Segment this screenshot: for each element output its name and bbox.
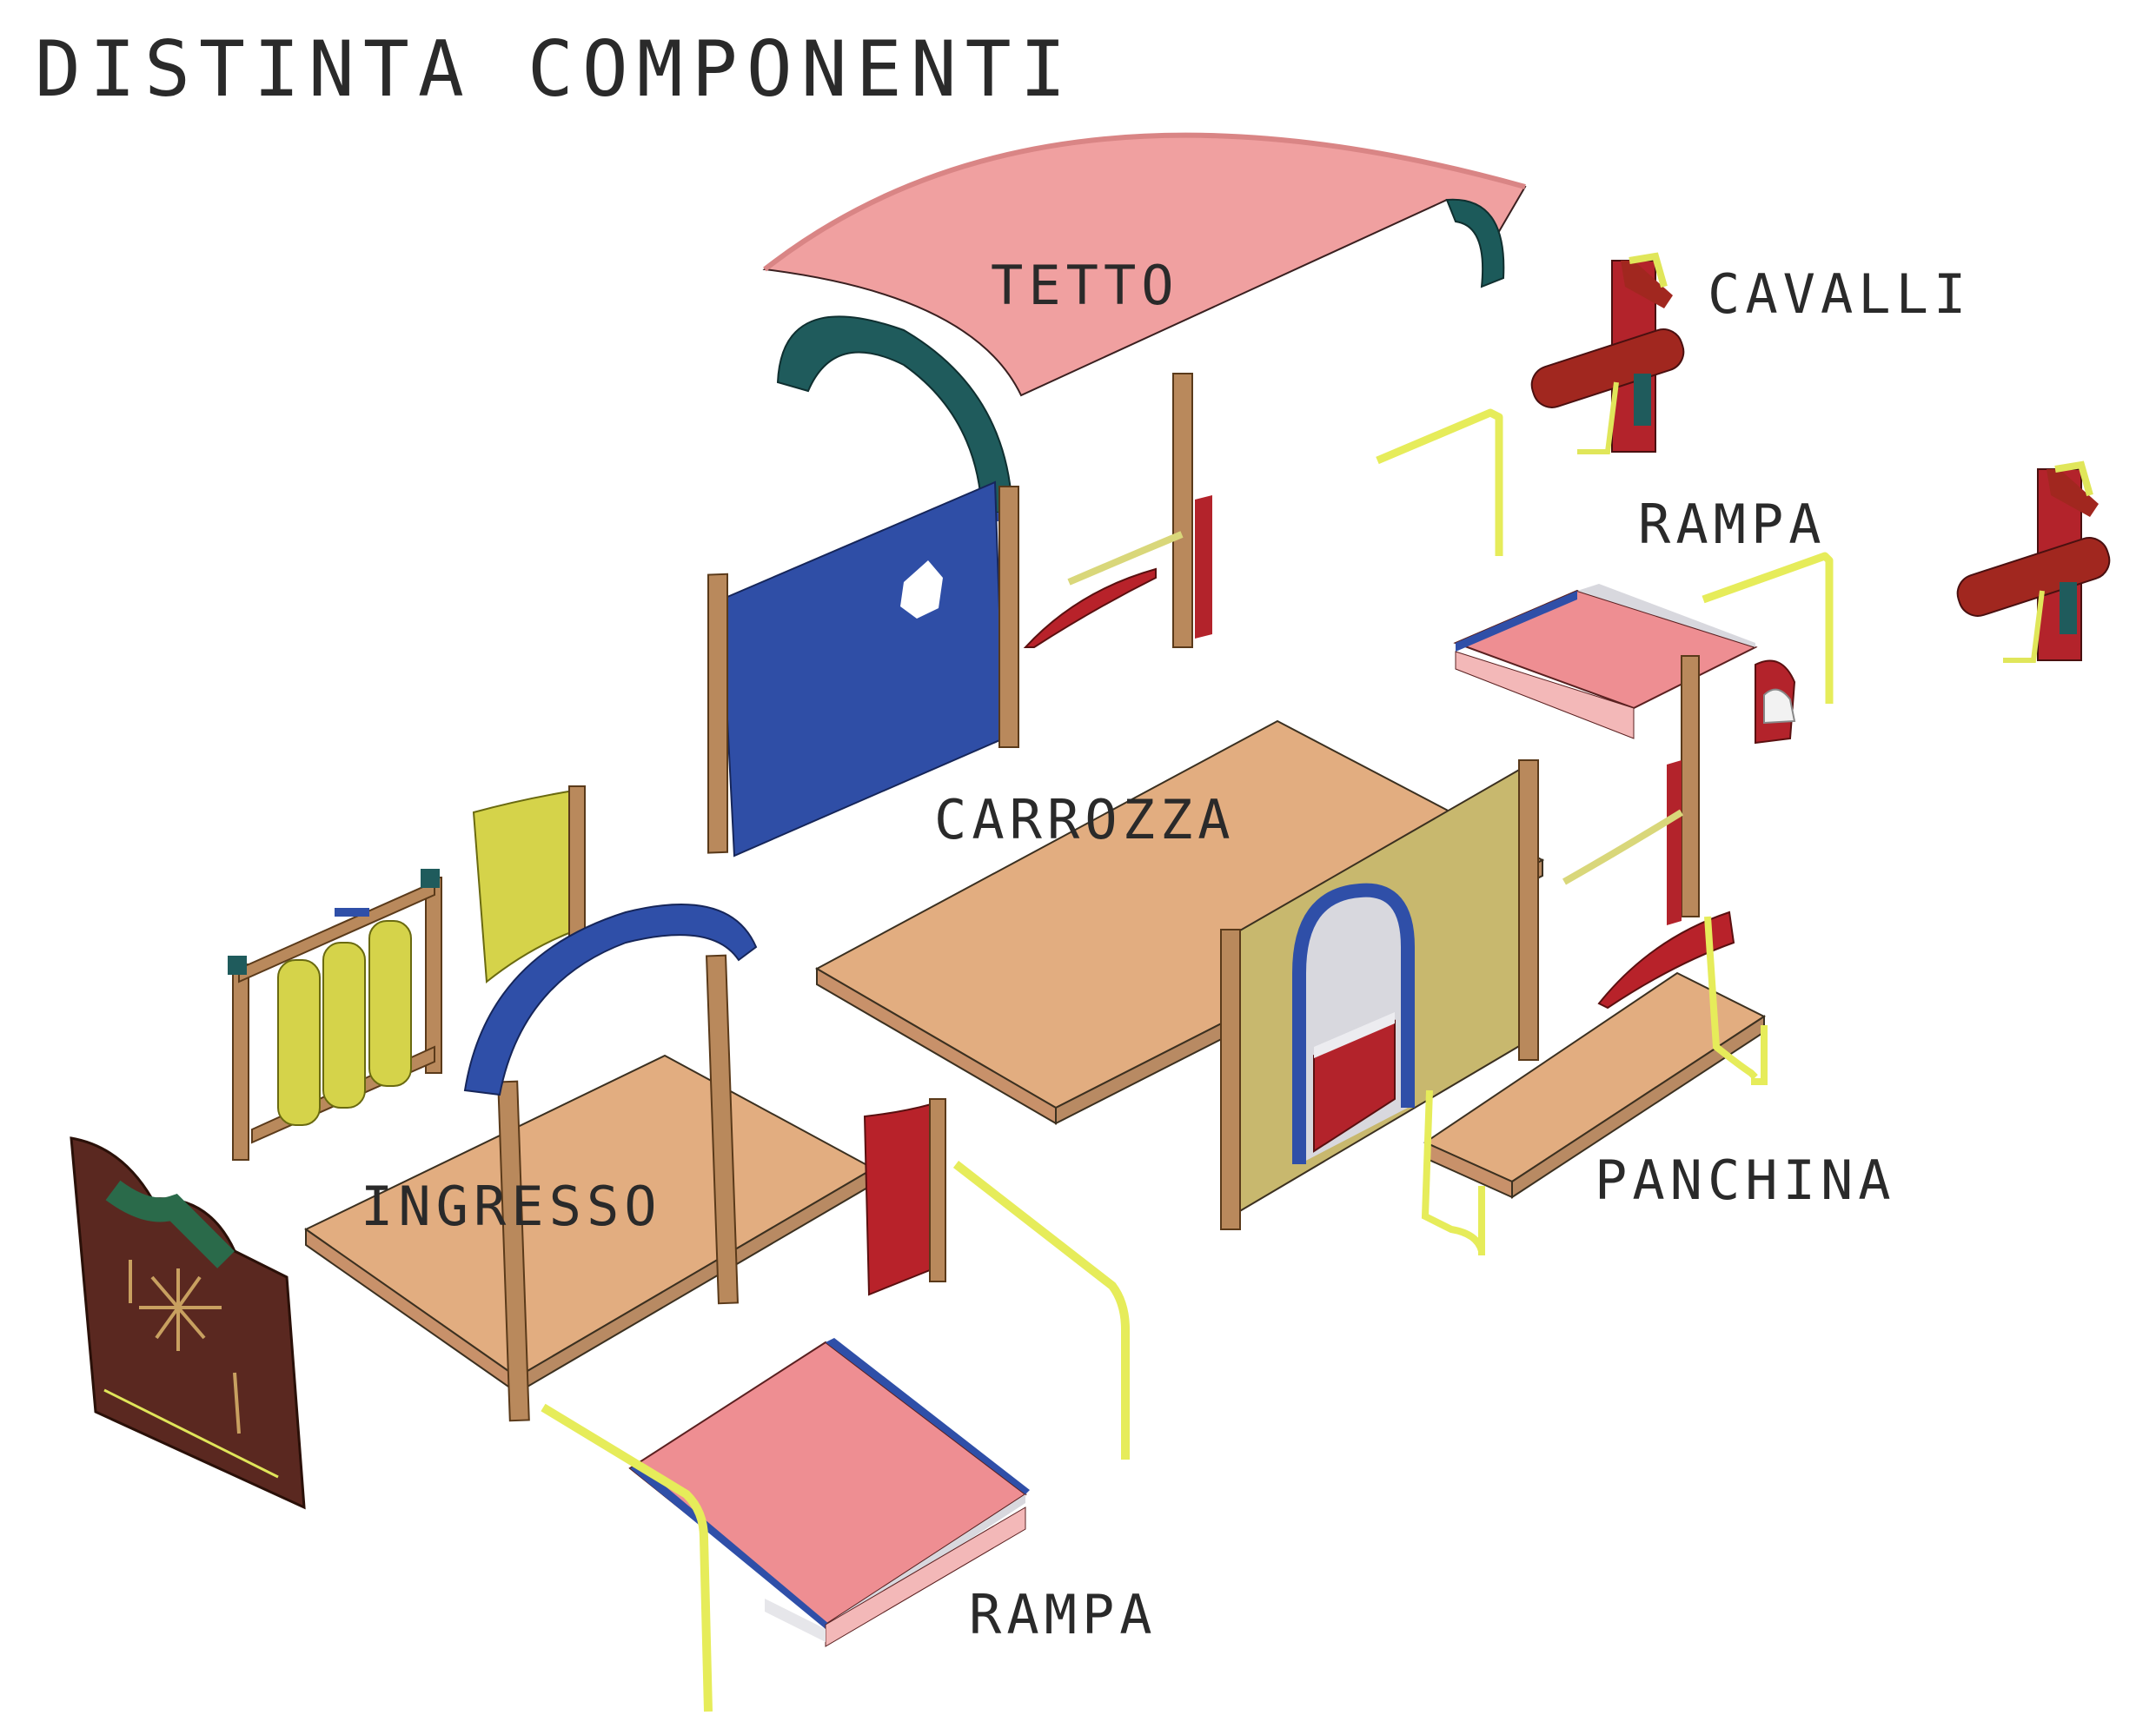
yellow-rail-lower: [952, 1161, 1130, 1460]
entrance-arch: [463, 904, 758, 1422]
dark-game-panel: [70, 1136, 306, 1510]
bench: [1421, 916, 1768, 1255]
horse-2: [1956, 460, 2111, 663]
center-post-group: [1023, 373, 1212, 648]
olive-door-wall: [1220, 759, 1539, 1230]
red-side-shape: [1597, 911, 1735, 1010]
red-slide-panel: [863, 1098, 946, 1296]
label-cavalli: CAVALLI: [1708, 262, 1971, 326]
label-tetto: TETTO: [991, 254, 1179, 317]
label-ingresso: INGRESSO: [361, 1175, 662, 1238]
horse-1: [1530, 252, 1685, 454]
blue-wall-panel: [707, 480, 1019, 858]
olive-slide-panel: [472, 785, 586, 983]
label-carrozza: CARROZZA: [934, 788, 1236, 851]
label-panchina: PANCHINA: [1595, 1149, 1896, 1212]
ramp-top: [1453, 552, 1834, 925]
label-rampa-top: RAMPA: [1638, 493, 1827, 556]
ramp-bottom: [541, 1338, 1030, 1712]
diagram-title: DISTINTA COMPONENTI: [35, 24, 1075, 114]
label-rampa-bottom: RAMPA: [969, 1583, 1158, 1646]
yellow-rail-upper: [1376, 408, 1503, 556]
roof-component: [762, 132, 1527, 521]
spinner-panel: [228, 869, 442, 1161]
